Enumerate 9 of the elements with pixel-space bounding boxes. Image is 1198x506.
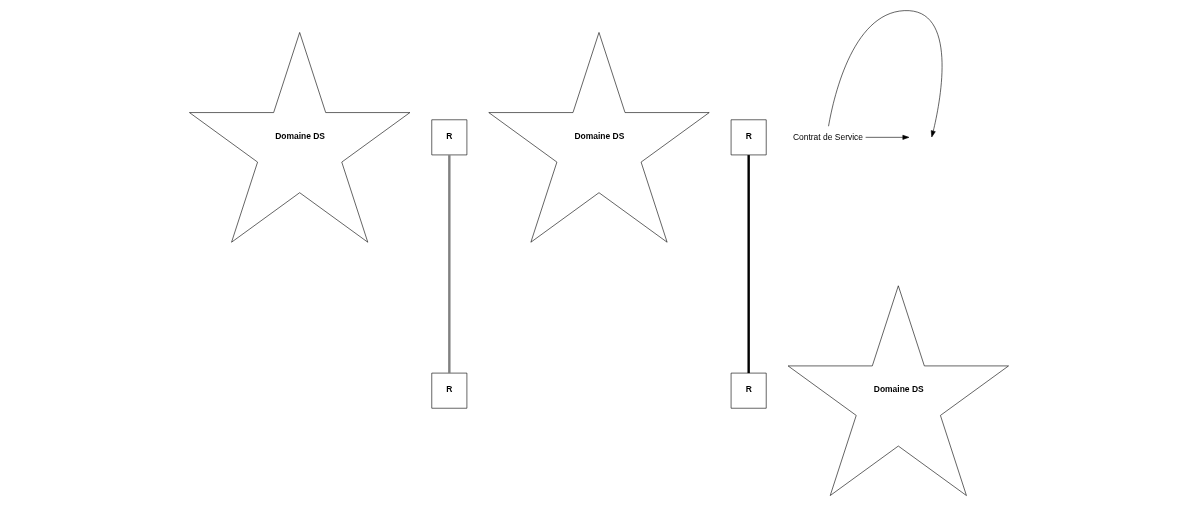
connector <box>448 155 451 374</box>
arrow <box>865 134 910 140</box>
connector <box>747 155 750 374</box>
node-box: R <box>730 119 767 156</box>
node-text: Contrat de Service <box>792 131 864 142</box>
arrow <box>828 10 943 138</box>
node-box: R <box>431 119 468 156</box>
node-box: R <box>431 372 468 409</box>
node-box: R <box>730 372 767 409</box>
